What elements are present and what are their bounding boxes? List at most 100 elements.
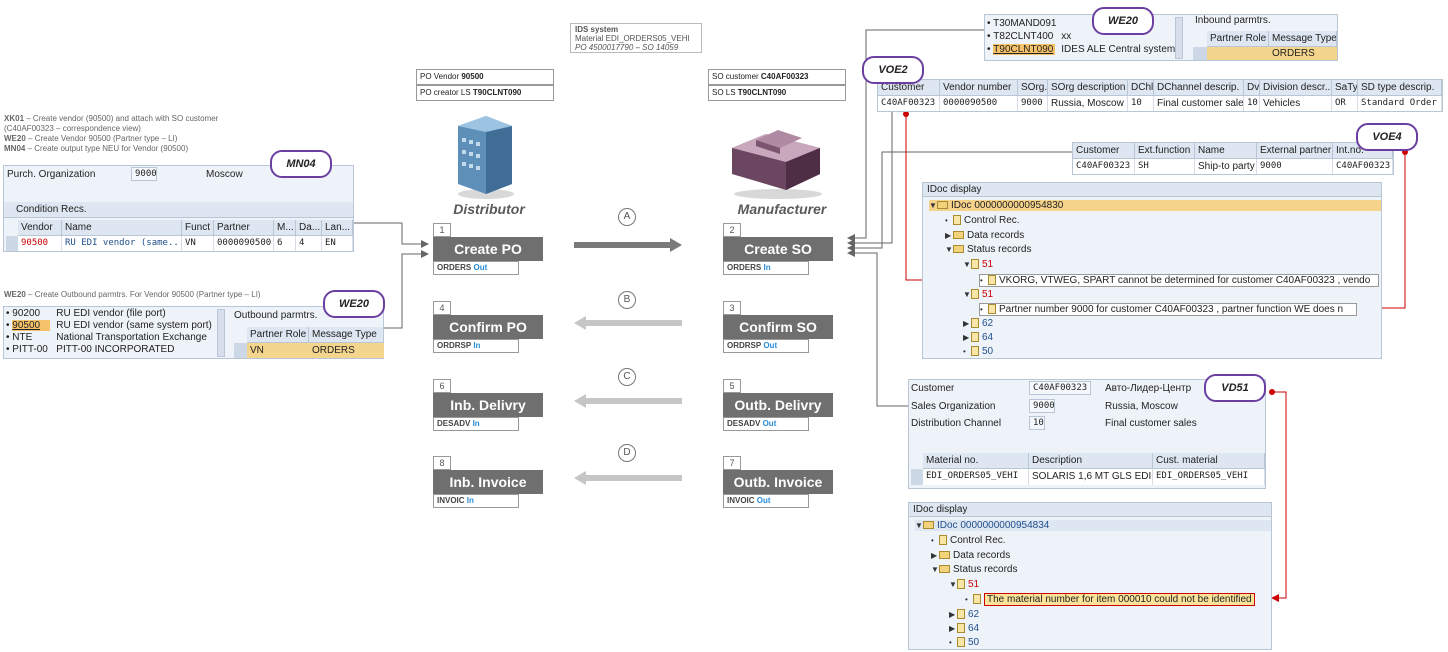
step-message-type: ORDERS In [723,261,809,275]
cond-vendor[interactable]: 90500 [18,236,62,251]
po-creator-value: T90CLNT090 [472,88,522,97]
partner-item[interactable]: • T30MAND091 [987,18,1057,29]
outbound-message-type[interactable]: ORDERS [309,343,384,358]
manufacturer-building-icon [732,130,822,199]
status-62-node[interactable]: ▶62 [949,609,980,620]
status-62-node[interactable]: ▶62 [963,318,994,329]
step-number: 8 [433,456,451,470]
status-50-node[interactable]: •50 [963,346,994,357]
status-message-node[interactable]: •The material number for item 000010 cou… [965,593,1255,606]
step-confirm-po[interactable]: 4 Confirm PO ORDRSP In [433,301,543,353]
idoc-root-node[interactable]: ▼IDoc 0000000000954830 [929,200,1381,211]
control-rec-node[interactable]: •Control Rec. [931,535,1006,546]
cond-name[interactable]: RU EDI vendor (same... [62,236,182,251]
status-51-node[interactable]: ▼51 [963,259,994,270]
voe2-dchl[interactable]: 10 [1128,96,1154,111]
voe2-vendor[interactable]: 0000090500 [940,96,1018,111]
voe2-customer[interactable]: C40AF00323 [878,96,940,111]
status-64-node[interactable]: ▶64 [963,332,994,343]
step-label: Confirm SO [723,315,833,339]
voe4-customer[interactable]: C40AF00323 [1073,159,1135,174]
cond-medium[interactable]: 6 [274,236,296,251]
vd51-dchl-text: Final customer sales [1105,418,1197,429]
data-records-node[interactable]: ▶Data records [931,550,1011,561]
partner-name: IDES ALE Central system [1061,44,1176,55]
document-icon [957,579,965,590]
voe2-division-descr[interactable]: Vehicles [1260,96,1332,111]
step-confirm-so[interactable]: 3 Confirm SO ORDRSP Out [723,301,833,353]
status-records-label: Status records [953,564,1018,575]
step-inb-invoice[interactable]: 8 Inb. Invoice INVOIC In [433,456,543,508]
vd51-sorg-field[interactable]: 9000 [1029,399,1055,413]
inbound-message-type[interactable]: ORDERS [1269,47,1337,60]
step-create-po[interactable]: 1 Create PO ORDERS Out [433,223,543,275]
tag-voe2: VOE2 [862,56,924,84]
data-records-label: Data records [967,230,1025,241]
row-selector[interactable] [234,343,247,358]
status-records-node[interactable]: ▼Status records [931,564,1018,575]
document-icon [957,637,965,648]
purch-org-field[interactable]: 9000 [131,167,157,181]
cond-language[interactable]: EN [322,236,353,251]
distributor-label: Distributor [453,201,525,217]
inbound-partner-role[interactable] [1207,47,1269,60]
step-inb-delivery[interactable]: 6 Inb. Delivry DESADV In [433,379,543,431]
voe4-name[interactable]: Ship-to party [1195,159,1257,174]
idoc-root-node[interactable]: ▼IDoc 0000000000954834 [915,520,1271,531]
partner-code: T30MAND091 [993,18,1057,29]
document-icon [988,275,996,286]
vd51-customer-field[interactable]: C40AF00323 [1029,381,1091,395]
cond-date[interactable]: 4 [296,236,322,251]
voe4-int-no[interactable]: C40AF00323 [1333,159,1393,174]
status-message-node[interactable]: •VKORG, VTWEG, SPART cannot be determine… [979,274,1379,287]
step-outb-invoice[interactable]: 7 Outb. Invoice INVOIC Out [723,456,833,508]
step-message-type: ORDRSP Out [723,339,809,353]
po-creator-box: PO creator LS T90CLNT090 [416,85,554,101]
folder-icon [953,231,964,240]
voe2-sd-type-descr[interactable]: Standard Order [1358,96,1442,111]
voe2-saty[interactable]: OR [1332,96,1358,111]
row-selector[interactable] [911,469,923,485]
voe2-sorg-descr[interactable]: Russia, Moscow [1048,96,1128,111]
vd51-cust-material[interactable]: EDI_ORDERS05_VEHI [1153,469,1265,485]
cond-partner[interactable]: 0000090500 [214,236,274,251]
outbound-partner-role[interactable]: VN [247,343,309,358]
data-records-node[interactable]: ▶Data records [945,230,1025,241]
voe2-dchannel-descr[interactable]: Final customer sales [1154,96,1244,111]
control-rec-label: Control Rec. [950,535,1006,546]
control-rec-node[interactable]: •Control Rec. [945,215,1020,226]
row-selector[interactable] [6,236,18,251]
status-records-node[interactable]: ▼Status records [945,244,1032,255]
vd51-material-no[interactable]: EDI_ORDERS05_VEHI [923,469,1029,485]
list-scrollbar[interactable] [217,309,225,357]
step-message-type: ORDRSP In [433,339,519,353]
voe2-dv[interactable]: 10 [1244,96,1260,111]
step-label: Create SO [723,237,833,261]
vd51-description[interactable]: SOLARIS 1,6 MT GLS EDI [1029,469,1153,485]
step-create-so[interactable]: 2 Create SO ORDERS In [723,223,833,275]
voe2-sorg[interactable]: 9000 [1018,96,1048,111]
row-selector[interactable] [1193,47,1207,60]
status-51-node[interactable]: ▼51 [949,579,980,590]
step-outb-delivery[interactable]: 5 Outb. Delivry DESADV Out [723,379,833,431]
status-code: 51 [982,289,994,300]
status-51-node[interactable]: ▼51 [963,289,994,300]
status-message-node[interactable]: •Partner number 9000 for customer C40AF0… [979,303,1357,316]
status-50-node[interactable]: •50 [949,637,980,648]
vd51-dchl-field[interactable]: 10 [1029,416,1045,430]
cond-funct[interactable]: VN [182,236,214,251]
voe4-ext-function[interactable]: SH [1135,159,1195,174]
so-ls-box: SO LS T90CLNT090 [708,85,846,101]
tag-we20-top: WE20 [1092,7,1154,35]
voe4-external-partner[interactable]: 9000 [1257,159,1333,174]
step-message-type: ORDERS Out [433,261,519,275]
status-64-node[interactable]: ▶64 [949,623,980,634]
col-date: Da... [296,220,322,236]
list-scrollbar[interactable] [1175,17,1183,59]
